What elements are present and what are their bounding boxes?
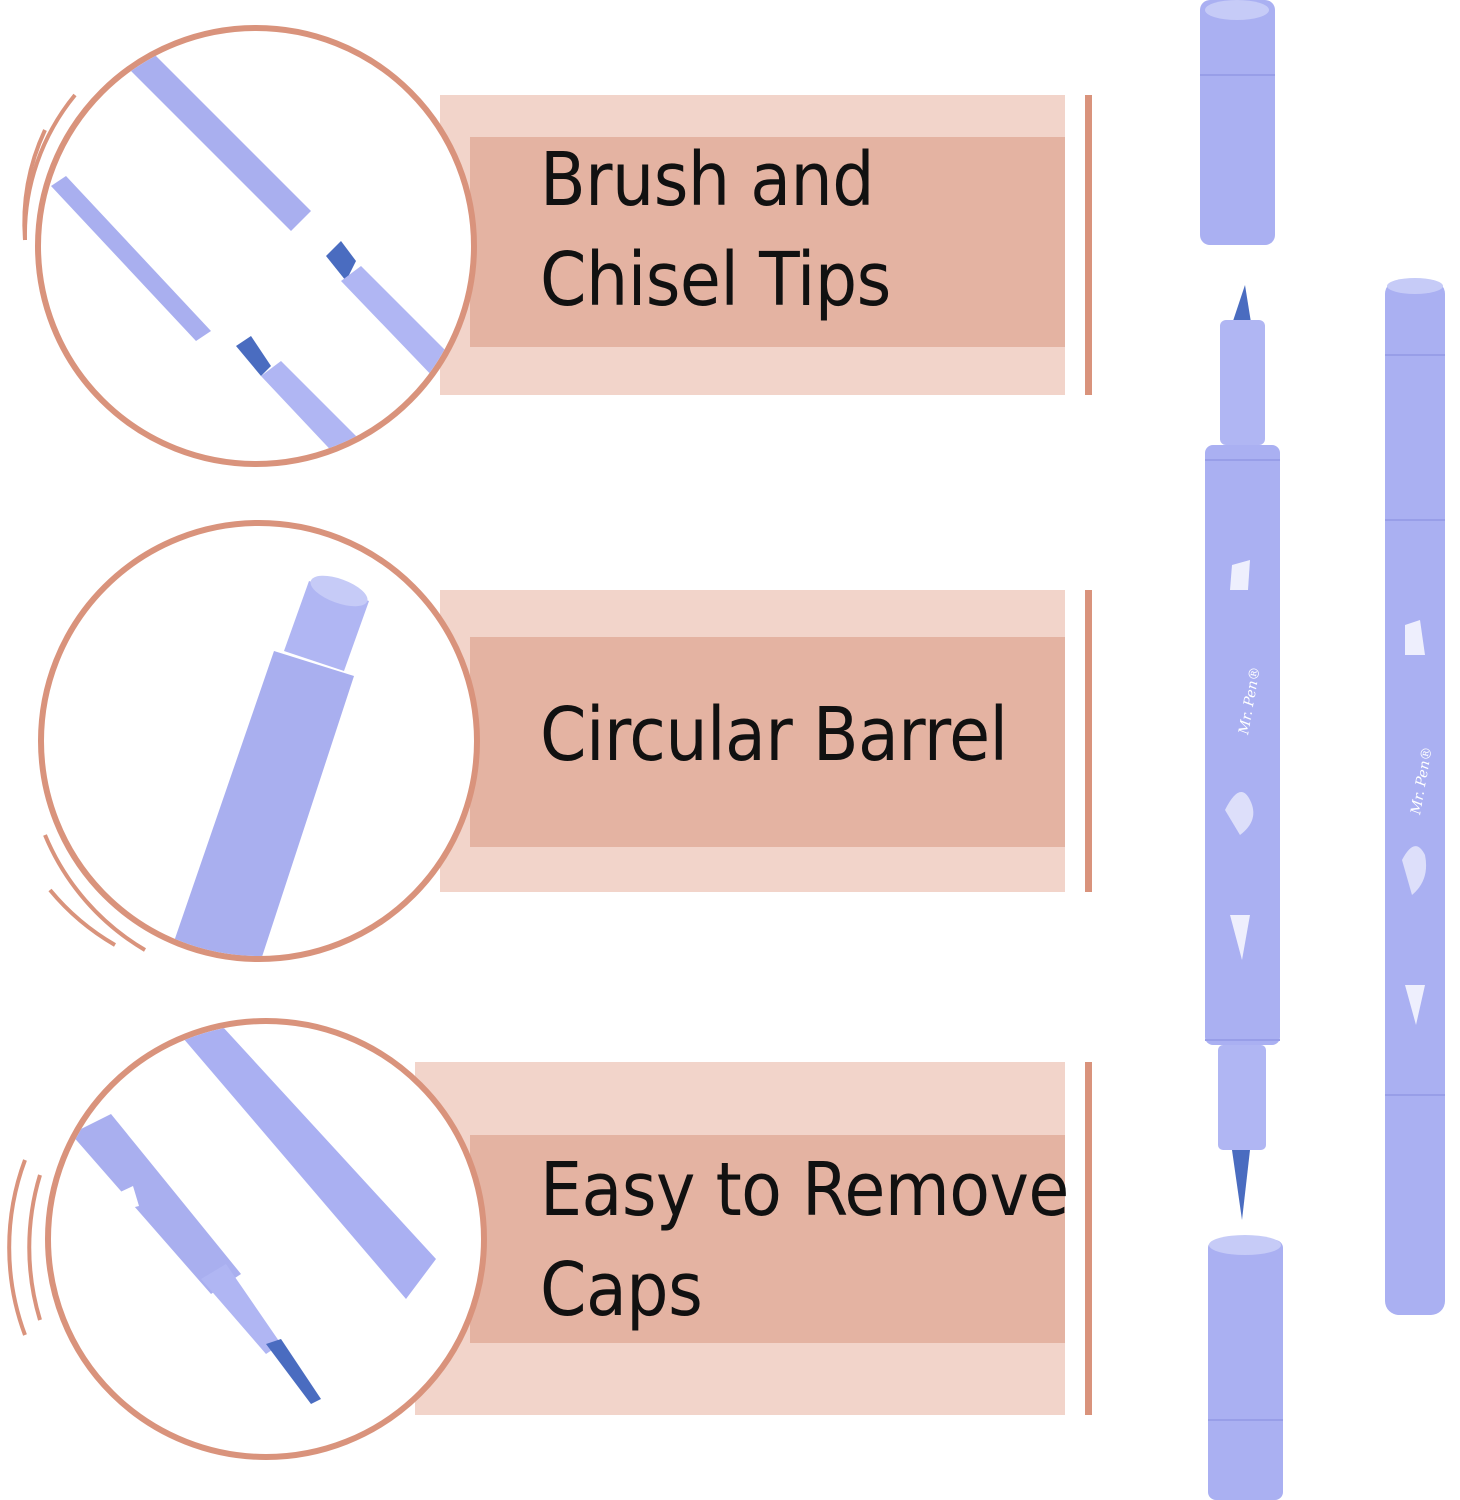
- feature-image-tips: [35, 25, 477, 467]
- feature-brush-chisel: Brush and Chisel Tips: [0, 0, 1130, 480]
- motion-arcs: [22, 93, 77, 241]
- feature-label: Easy to Remove Caps: [540, 1147, 1069, 1333]
- feature-circular-barrel: Circular Barrel: [0, 500, 1130, 980]
- accent-bar: [1085, 95, 1092, 395]
- feature-label: Circular Barrel: [540, 692, 1008, 778]
- band-dark: [470, 637, 1065, 847]
- feature-image-barrel: [38, 520, 480, 962]
- pen-product-illustration: Mr. Pen® Mr. Pen®: [1200, 0, 1445, 1500]
- feature-image-caps: [45, 1018, 487, 1460]
- feature-label: Brush and Chisel Tips: [540, 137, 891, 323]
- band-dark: [470, 1135, 1065, 1343]
- accent-bar: [1085, 1062, 1092, 1415]
- feature-easy-caps: Easy to Remove Caps: [0, 1000, 1130, 1480]
- accent-bar: [1085, 590, 1092, 892]
- motion-arcs: [43, 834, 147, 952]
- band-dark: [470, 137, 1065, 347]
- motion-arcs: [7, 1159, 42, 1336]
